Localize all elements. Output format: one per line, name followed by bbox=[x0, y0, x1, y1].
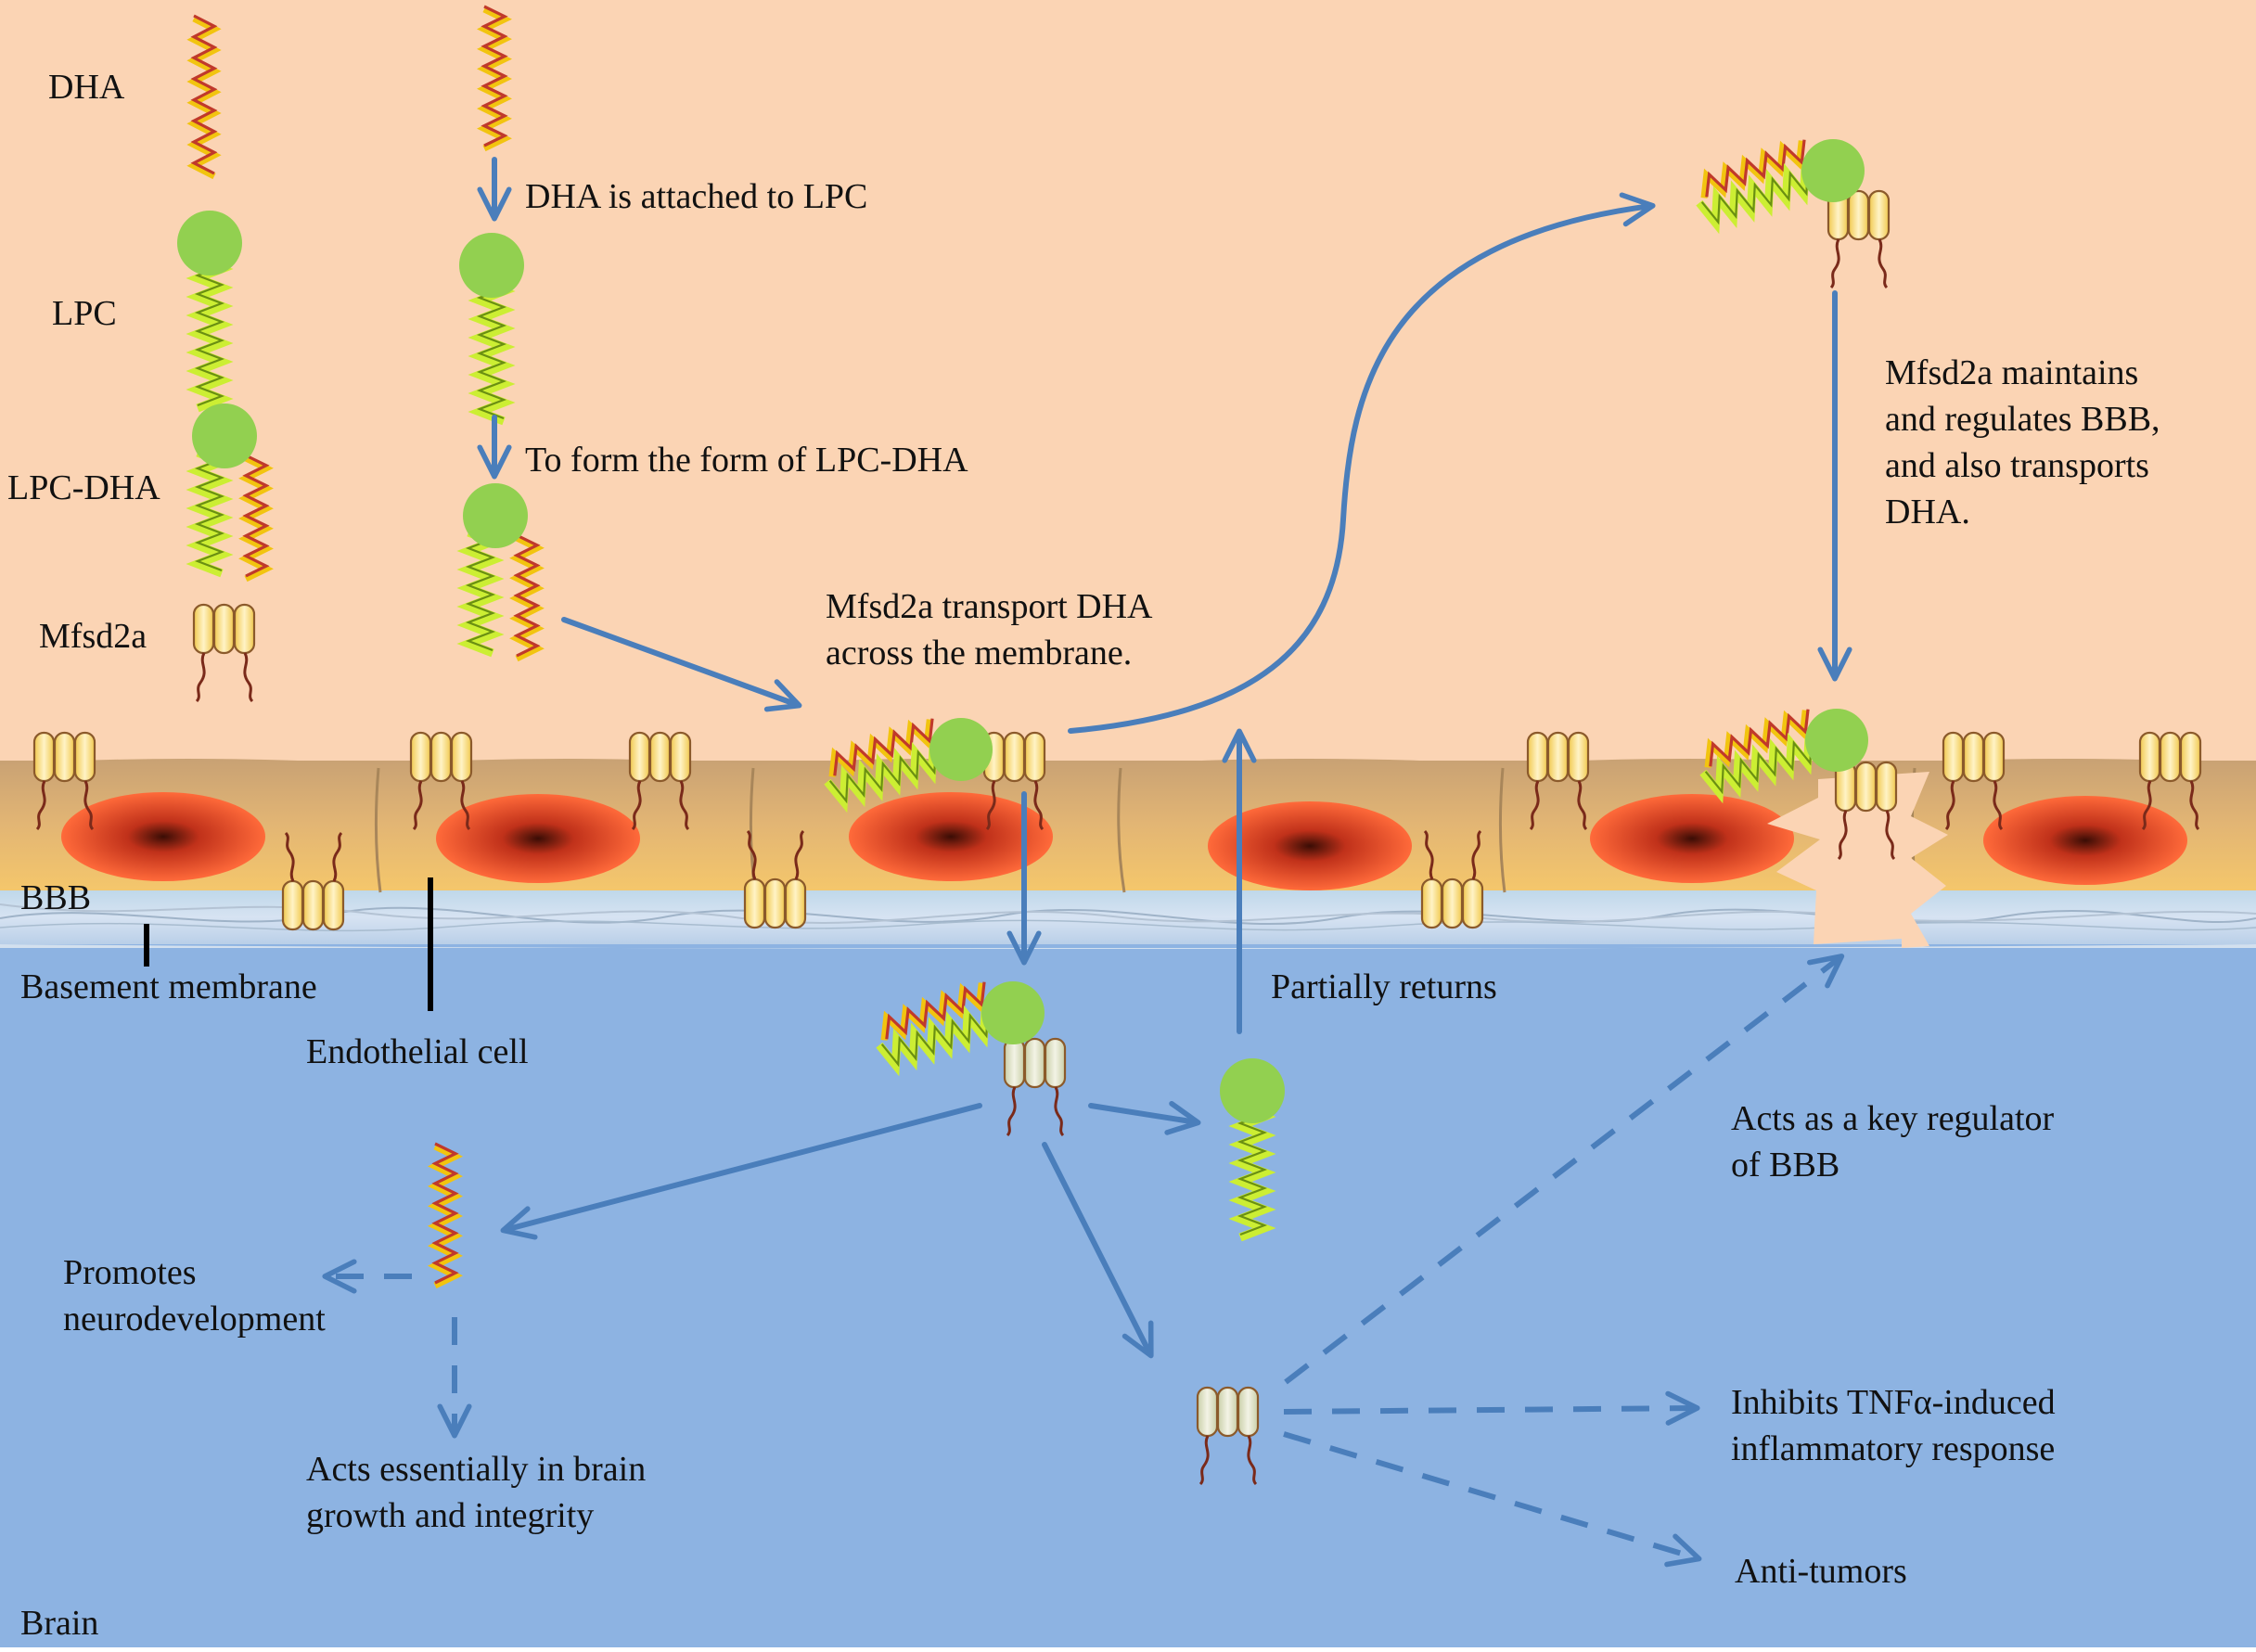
step-maintains-line4: DHA. bbox=[1885, 493, 1970, 531]
membrane-mfsd2a bbox=[409, 731, 473, 831]
legend-lpc-dha-icon bbox=[186, 403, 274, 583]
legend-dha-icon bbox=[186, 14, 222, 180]
lpc-head bbox=[1805, 709, 1868, 772]
nucleus bbox=[436, 794, 640, 883]
released-lpc bbox=[1220, 1058, 1285, 1242]
legend-lpc-label: LPC bbox=[52, 294, 117, 333]
effect-acts-brain-line1: Acts essentially in brain bbox=[306, 1450, 646, 1489]
lpc-head bbox=[929, 718, 993, 781]
pathway-lpc-dha bbox=[456, 483, 545, 662]
effect-inhibits-line2: inflammatory response bbox=[1731, 1429, 2055, 1468]
nucleus bbox=[849, 792, 1053, 881]
legend-dha-label: DHA bbox=[48, 68, 125, 107]
arrow-to-free-lpc bbox=[1088, 1101, 1201, 1135]
nucleus bbox=[1208, 801, 1412, 890]
brain-mfsd2a-complex bbox=[1003, 1037, 1067, 1137]
lpc-head bbox=[192, 403, 257, 468]
structure-brain-label: Brain bbox=[20, 1604, 98, 1643]
legend-lpc-dha-label: LPC-DHA bbox=[7, 468, 160, 507]
nucleus bbox=[1590, 794, 1794, 883]
dashed-arrow-key-regulator bbox=[1284, 954, 1845, 1385]
top-right-mfsd2a bbox=[1827, 189, 1891, 289]
effect-promotes-line1: Promotes bbox=[63, 1253, 197, 1292]
dashed-arrow-inhibits bbox=[1283, 1390, 1700, 1426]
structure-basement-membrane-label: Basement membrane bbox=[20, 967, 317, 1006]
legend-lpc-icon bbox=[177, 211, 242, 413]
membrane-mfsd2a bbox=[2138, 731, 2202, 831]
membrane-mfsd2a bbox=[32, 731, 96, 831]
effect-acts-brain-line2: growth and integrity bbox=[306, 1496, 594, 1535]
membrane-mfsd2a bbox=[628, 731, 692, 831]
molecule-glyphs bbox=[32, 5, 2202, 1486]
lpc-head bbox=[1220, 1058, 1285, 1123]
lpc-head bbox=[177, 211, 242, 275]
arrow-transport-curve bbox=[1068, 192, 1656, 734]
membrane-mfsd2a-inverted bbox=[1420, 829, 1484, 929]
brain-side-background bbox=[0, 918, 2256, 1647]
lpc-head bbox=[463, 483, 528, 548]
effect-key-regulator-line2: of BBB bbox=[1731, 1146, 1839, 1185]
arrow-to-membrane bbox=[561, 617, 802, 712]
lpc-head bbox=[981, 981, 1045, 1044]
structure-endothelial-cell-label: Endothelial cell bbox=[306, 1032, 529, 1071]
arrow-to-free-dha bbox=[500, 1103, 982, 1240]
membrane-mfsd2a-inverted bbox=[743, 829, 807, 929]
top-right-lpc-dha bbox=[1696, 139, 1865, 235]
effect-promotes-line2: neurodevelopment bbox=[63, 1300, 326, 1338]
membrane-mfsd2a bbox=[1942, 731, 2006, 831]
nucleus bbox=[1983, 796, 2187, 885]
pathway-lpc bbox=[459, 233, 524, 426]
lpc-head bbox=[459, 233, 524, 298]
step-attach-label: DHA is attached to LPC bbox=[525, 177, 867, 216]
blood-side-background bbox=[0, 0, 2256, 761]
transporting-lpc-dha bbox=[824, 718, 993, 813]
step-maintains-line1: Mfsd2a maintains bbox=[1885, 353, 2138, 392]
structure-bbb-label: BBB bbox=[20, 878, 91, 917]
nucleus bbox=[61, 792, 265, 881]
step-transport-line2: across the membrane. bbox=[826, 634, 1132, 672]
dashed-arrow-anti-tumors bbox=[1283, 1431, 1702, 1568]
step-transport-line1: Mfsd2a transport DHA bbox=[826, 587, 1153, 626]
dashed-arrows bbox=[322, 954, 1845, 1568]
step-form-label: To form the form of LPC-DHA bbox=[525, 441, 968, 480]
bbb-opening bbox=[1767, 772, 1948, 948]
step-maintains-line2: and regulates BBB, bbox=[1885, 400, 2160, 439]
lpc-head bbox=[1801, 139, 1865, 202]
effect-anti-tumors: Anti-tumors bbox=[1735, 1552, 1907, 1591]
regulating-mfsd2a bbox=[1834, 761, 1898, 861]
membrane-mfsd2a-inverted bbox=[281, 831, 345, 931]
membrane-mfsd2a bbox=[1526, 731, 1590, 831]
arrows bbox=[477, 157, 1852, 1359]
arrow-to-free-mfsd2a bbox=[1042, 1142, 1154, 1359]
membrane-mfsd2a bbox=[982, 731, 1046, 831]
step-maintains-line3: and also transports bbox=[1885, 446, 2149, 485]
legend-mfsd2a-label: Mfsd2a bbox=[39, 617, 147, 656]
released-dha bbox=[427, 1142, 464, 1289]
effect-key-regulator-line1: Acts as a key regulator bbox=[1731, 1099, 2055, 1138]
nuclei bbox=[61, 792, 2187, 890]
pathway-dha bbox=[476, 5, 513, 152]
legend-mfsd2a-icon bbox=[192, 603, 256, 703]
regulating-lpc-dha bbox=[1699, 709, 1868, 804]
free-mfsd2a bbox=[1196, 1386, 1260, 1486]
labels: DHA LPC LPC-DHA Mfsd2a DHA is attached t… bbox=[7, 68, 2160, 1643]
effect-inhibits-line1: Inhibits TNFα-induced bbox=[1731, 1383, 2056, 1422]
step-partially-returns: Partially returns bbox=[1271, 967, 1497, 1006]
brain-lpc-dha bbox=[876, 981, 1045, 1077]
